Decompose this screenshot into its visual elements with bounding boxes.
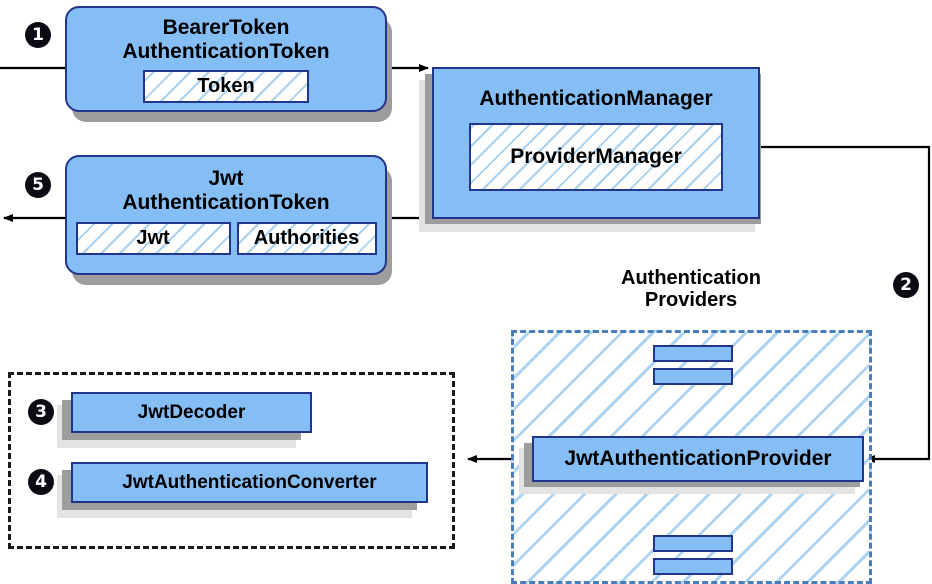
provider-stack-bar-bottom-2 [653,558,733,575]
inner-box-token[interactable]: Token [143,70,309,104]
node-jwt-authentication-converter[interactable]: JwtAuthenticationConverter [71,462,428,503]
inner-box-authorities[interactable]: Authorities [236,222,377,256]
badge-step-2: 2 [893,272,919,298]
provider-stack-bar-bottom-1 [653,535,733,552]
jwt-authentication-converter-title: JwtAuthenticationConverter [122,471,377,493]
jwt-token-title-line1: Jwt [208,167,244,190]
badge-step-1: 1 [25,22,51,48]
node-jwt-decoder[interactable]: JwtDecoder [71,392,312,433]
authorities-label: Authorities [253,227,360,250]
provider-stack-bar-top-2 [653,368,733,385]
inner-box-jwt[interactable]: Jwt [75,222,231,256]
badge-step-4: 4 [28,469,54,495]
bearer-token-title-line1: BearerToken [162,16,290,39]
token-label: Token [197,75,255,98]
provider-stack-bar-top-1 [653,345,733,362]
jwt-decoder-title: JwtDecoder [137,401,246,423]
jwt-token-inner-row: Jwt Authorities [75,222,377,256]
inner-box-provider-manager[interactable]: ProviderManager [469,122,723,191]
badge-step-5: 5 [25,172,51,198]
authentication-manager-title: AuthenticationManager [479,87,713,110]
jwt-authentication-provider-title: JwtAuthenticationProvider [564,447,832,471]
jwt-token-title-line2: AuthenticationToken [122,190,330,214]
node-jwt-authentication-provider[interactable]: JwtAuthenticationProvider [532,436,864,482]
group-label-line1: Authentication [621,267,761,289]
group-authentication-providers-label: Authentication Providers [571,267,811,312]
node-bearer-token-authentication-token[interactable]: BearerToken AuthenticationToken Token [65,6,387,112]
badge-step-3: 3 [28,399,54,425]
group-label-line2: Providers [644,289,738,312]
node-authentication-manager[interactable]: AuthenticationManager ProviderManager [432,67,760,219]
bearer-token-title-line2: AuthenticationToken [122,39,330,63]
provider-manager-label: ProviderManager [510,144,682,168]
jwt-label: Jwt [136,227,170,250]
node-jwt-authentication-token[interactable]: Jwt AuthenticationToken Jwt Authorities [65,155,387,275]
